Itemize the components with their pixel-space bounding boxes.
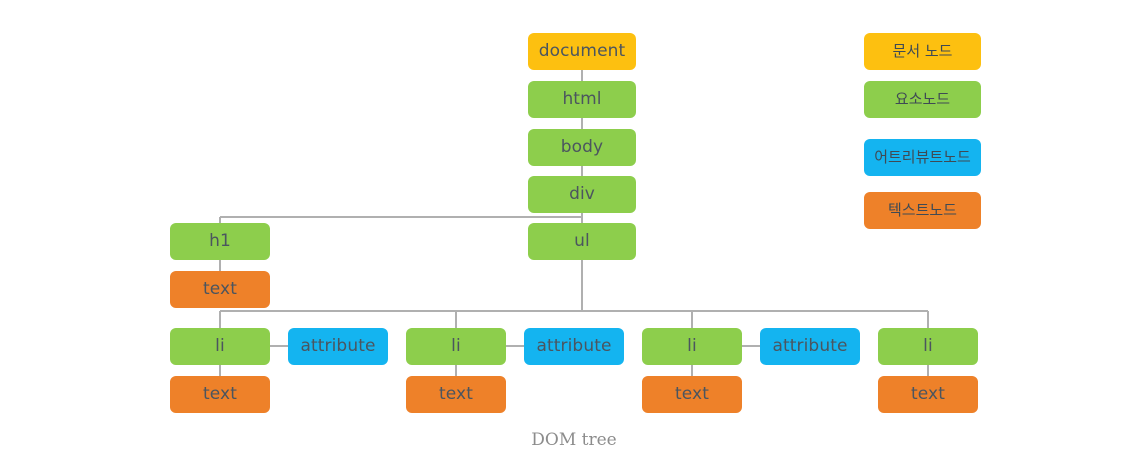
node-h1-text: text (170, 271, 270, 308)
node-document: document (528, 33, 636, 70)
node-ul: ul (528, 223, 636, 260)
node-li-3: li (642, 328, 742, 365)
node-html: html (528, 81, 636, 118)
node-attribute-2: attribute (524, 328, 624, 365)
node-li-2-text: text (406, 376, 506, 413)
legend-attribute-node: 어트리뷰트노드 (864, 139, 981, 176)
legend-text-node: 텍스트노드 (864, 192, 981, 229)
node-li-1: li (170, 328, 270, 365)
node-body: body (528, 129, 636, 166)
node-li-3-text: text (642, 376, 742, 413)
node-attribute-3: attribute (760, 328, 860, 365)
node-li-1-text: text (170, 376, 270, 413)
diagram-caption: DOM tree (531, 430, 617, 450)
node-li-4: li (878, 328, 978, 365)
node-attribute-1: attribute (288, 328, 388, 365)
legend-document-node: 문서 노드 (864, 33, 981, 70)
legend-element-node: 요소노드 (864, 81, 981, 118)
node-div: div (528, 176, 636, 213)
node-li-4-text: text (878, 376, 978, 413)
node-h1: h1 (170, 223, 270, 260)
node-li-2: li (406, 328, 506, 365)
